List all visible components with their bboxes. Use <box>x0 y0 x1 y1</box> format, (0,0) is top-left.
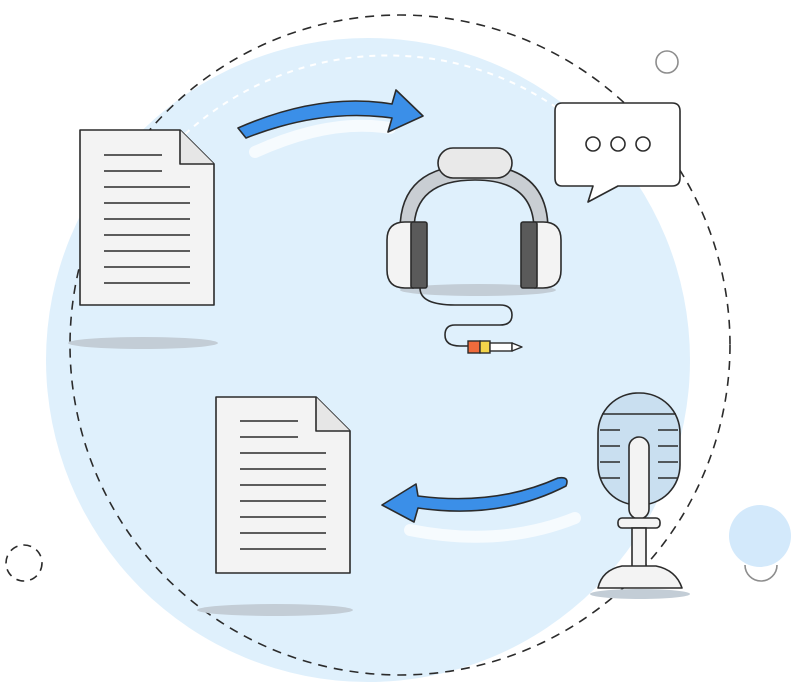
microphone-icon <box>597 392 683 589</box>
dashed-orbit-ring <box>69 14 731 676</box>
small-outline-circle-top <box>655 50 679 74</box>
inner-dashed-arc <box>159 54 561 161</box>
headphones-shadow <box>400 284 556 296</box>
arrow-left-icon <box>381 476 581 543</box>
document-shadow-bottom <box>197 604 353 616</box>
document-icon <box>215 396 351 574</box>
document-icon <box>79 129 215 306</box>
dot-icon <box>585 136 601 152</box>
plug-icon <box>467 340 481 354</box>
small-blue-circle-right <box>729 505 791 567</box>
small-dashed-circle-left <box>5 544 43 582</box>
speech-bubble-icon <box>554 102 681 203</box>
document-shadow-top <box>68 337 218 349</box>
microphone-shadow <box>590 589 690 599</box>
small-outline-arc-right <box>744 564 778 582</box>
arrow-right-icon <box>237 89 424 158</box>
dot-icon <box>610 136 626 152</box>
headphones-icon <box>386 147 562 354</box>
dot-icon <box>635 136 651 152</box>
